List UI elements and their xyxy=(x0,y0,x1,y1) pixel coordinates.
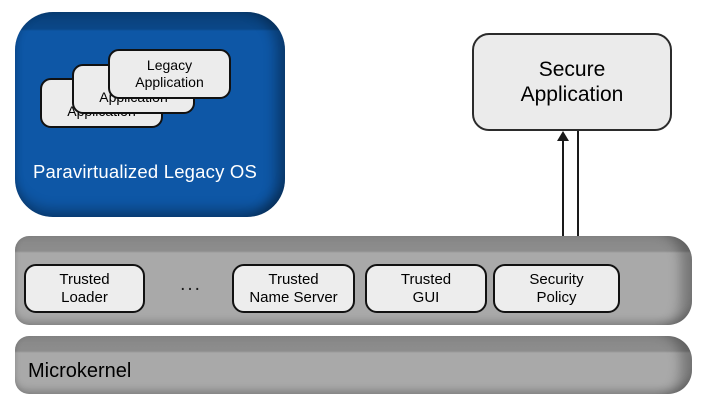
paravirtualized-legacy-os-block: Legacy Application Legacy Application Le… xyxy=(15,12,285,217)
connector-line-down xyxy=(577,131,579,252)
arrow-up-icon xyxy=(557,131,569,141)
ellipsis-label: ... xyxy=(180,274,202,295)
legacy-application-box-front: Legacy Application xyxy=(108,49,231,99)
secure-application-box: Secure Application xyxy=(472,33,672,131)
trusted-name-server-label: Trusted Name Server xyxy=(249,270,338,306)
connector-line-up xyxy=(562,141,564,265)
trusted-loader-box: Trusted Loader xyxy=(24,264,145,313)
trusted-gui-box: Trusted GUI xyxy=(365,264,487,313)
secure-application-label: Secure Application xyxy=(520,58,624,106)
security-policy-label: Security Policy xyxy=(529,270,584,306)
microkernel-bar: Microkernel xyxy=(15,336,692,394)
trusted-loader-label: Trusted Loader xyxy=(59,270,110,306)
legacy-application-label: Legacy Application xyxy=(135,57,204,90)
security-policy-box: Security Policy xyxy=(493,264,620,313)
paravirtualized-legacy-os-label: Paravirtualized Legacy OS xyxy=(33,161,258,182)
trusted-name-server-box: Trusted Name Server xyxy=(232,264,355,313)
trusted-gui-label: Trusted GUI xyxy=(400,270,452,306)
trusted-services-bar: Trusted Loader ... Trusted Name Server T… xyxy=(15,236,692,325)
microkernel-label: Microkernel xyxy=(28,360,132,382)
